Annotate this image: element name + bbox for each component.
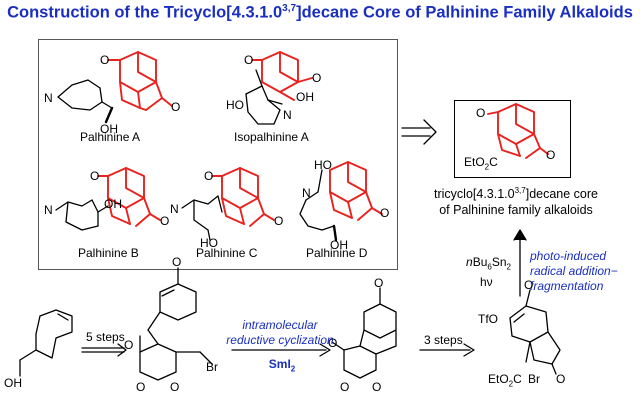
iso-a-n: N <box>283 108 292 122</box>
pal-a-n: N <box>44 91 53 105</box>
pal-b-ketone-o: O <box>90 169 100 183</box>
pal-b-oh: OH <box>104 197 122 211</box>
target-caption-line2: of Palhinine family alkaloids <box>439 203 593 217</box>
pal-b-n: N <box>44 203 53 217</box>
step4-hv: hν <box>480 275 493 289</box>
pal-d-ketone-o: O <box>380 206 390 220</box>
int2-o-b: O <box>372 380 382 394</box>
int3-ester: EtO2C <box>488 372 522 389</box>
iso-a-ho: HO <box>226 98 244 112</box>
step4-reagent: nBu6Sn2 <box>466 255 511 272</box>
int1-o-b: O <box>170 380 180 394</box>
natural-products-frame <box>38 39 398 270</box>
palhinine-c-structure <box>181 195 223 241</box>
step2-reagent: SmI2 <box>268 357 296 374</box>
forward-arrow-up <box>513 229 527 297</box>
palhinine-c-label: Palhinine C <box>196 246 258 260</box>
iso-a-ketone-o2: O <box>312 71 322 85</box>
step1-label: 5 steps <box>86 330 125 344</box>
palhinine-d-core <box>329 161 383 221</box>
arrow-step-3 <box>419 343 475 357</box>
pal-c-n: N <box>170 202 179 216</box>
enol-triflate-structure <box>509 289 561 375</box>
int3-ketone-o: O <box>556 372 566 386</box>
step4-desc-3: fragmentation <box>530 279 604 293</box>
int3-br: Br <box>528 372 540 386</box>
retrosynthesis-arrow <box>401 119 437 145</box>
palhinine-b-structure <box>55 199 109 231</box>
palhinine-c-core <box>211 167 275 227</box>
pal-d-oh: OH <box>330 238 348 252</box>
int2-ketone-o: O <box>374 276 384 290</box>
step2-desc-2: reductive cyclization <box>226 333 334 347</box>
palhinine-a-label: Palhinine A <box>80 130 141 144</box>
iso-a-ketone-o: O <box>244 53 254 67</box>
int1-ring-o: O <box>124 338 134 352</box>
isopalhinine-a-core <box>251 51 313 101</box>
pal-d-n: N <box>302 186 311 200</box>
target-core-box <box>454 100 571 178</box>
sm-oh: OH <box>4 376 22 390</box>
pal-a-ketone-o: O <box>100 53 110 67</box>
pal-b-ketone-o2: O <box>160 214 170 228</box>
pal-d-ho: HO <box>314 158 332 172</box>
int1-br: Br <box>206 360 218 374</box>
starting-material-structure <box>19 309 73 377</box>
int2-ring-o: O <box>328 336 338 350</box>
palhinine-d-label: Palhinine D <box>306 246 368 260</box>
dioxinone-intermediate-structure <box>139 267 213 381</box>
int3-tfo: TfO <box>478 312 498 326</box>
target-ketone-o2: O <box>546 148 556 162</box>
page-title: Construction of the Tricyclo[4.3.1.03,7]… <box>7 3 633 22</box>
palhinine-a-core <box>107 51 173 111</box>
palhinine-b-label: Palhinine B <box>78 246 139 260</box>
target-ketone-o: O <box>476 106 486 120</box>
isopalhinine-a-label: Isopalhinine A <box>234 130 309 144</box>
pal-a-ketone-o2: O <box>171 100 181 114</box>
palhinine-d-structure <box>299 169 338 242</box>
int1-o-a: O <box>136 380 146 394</box>
pal-a-oh: OH <box>100 122 118 136</box>
arrow-step-2 <box>231 343 331 357</box>
int3-o: O <box>524 278 534 292</box>
arrow-step-1 <box>81 343 127 357</box>
palhinine-b-core <box>97 167 161 227</box>
cyclized-intermediate-structure <box>331 287 397 379</box>
int1-enone-o: O <box>172 255 182 269</box>
pal-c-ketone-o: O <box>204 169 214 183</box>
target-ester: EtO2C <box>464 155 498 172</box>
pal-c-ho: HO <box>200 236 218 250</box>
step3-label: 3 steps <box>424 333 463 347</box>
step4-desc-1: photo-induced <box>530 249 607 263</box>
palhinine-a-structure <box>57 79 114 124</box>
pal-c-ketone-o2: O <box>274 214 284 228</box>
isopalhinine-a-structure <box>245 69 283 125</box>
target-core-structure <box>487 103 549 159</box>
int2-o-a: O <box>340 380 350 394</box>
iso-a-oh: OH <box>296 90 314 104</box>
step2-desc-1: intramolecular <box>242 318 318 332</box>
target-caption-line1: tricyclo[4.3.1.03,7]decane core <box>434 186 598 202</box>
step4-desc-2: radical addition− <box>530 264 618 278</box>
